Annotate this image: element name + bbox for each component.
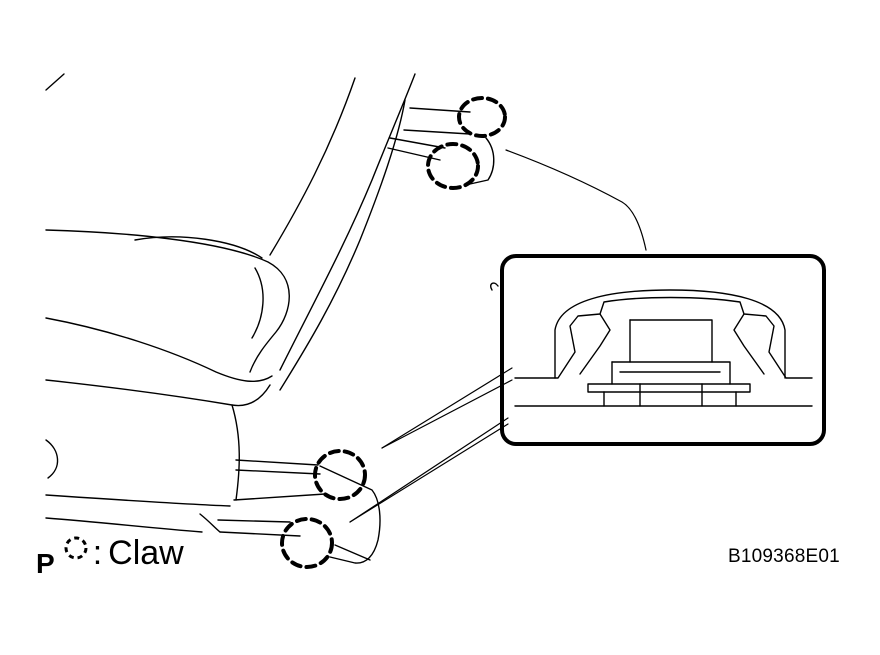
dashed-circle-icon (63, 535, 89, 566)
claw-marker-upper-1 (457, 96, 507, 138)
claw-marker-lower-2 (280, 517, 334, 569)
legend-separator: : (92, 534, 103, 572)
claw-marker-upper-2 (426, 142, 480, 190)
legend-label: Claw (108, 534, 184, 572)
claw-markers (280, 96, 507, 569)
leader-line (505, 149, 647, 251)
claw-marker-lower-1 (313, 449, 367, 501)
legend-letter: P (36, 548, 55, 579)
seatback (45, 73, 416, 391)
detail-view (500, 254, 826, 446)
legend: P : Claw (36, 530, 184, 580)
claw-cross-section (514, 289, 813, 407)
detail-pointer (349, 367, 513, 523)
figure-id: B109368E01 (728, 546, 840, 567)
detail-box (500, 254, 826, 446)
seat-cushion (45, 229, 290, 533)
lower-cover (217, 459, 381, 564)
